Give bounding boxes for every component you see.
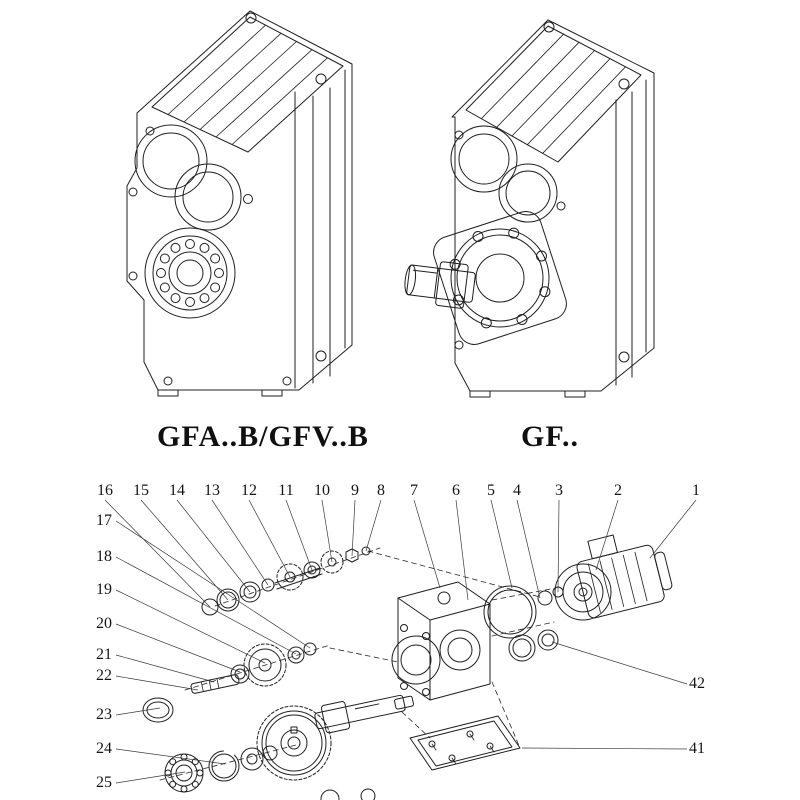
gearbox-right-art: [404, 19, 655, 398]
model-label-right: GF..: [521, 420, 579, 453]
model-label-left: GFA..B/GFV..B: [157, 420, 369, 453]
callout-number: 8: [377, 482, 385, 499]
callout-number: 12: [241, 482, 257, 499]
callout-number: 16: [97, 482, 113, 499]
callout-number: 14: [169, 482, 185, 499]
oring-art: [483, 585, 537, 639]
callout-number: 25: [96, 774, 112, 791]
callout-number: 9: [351, 482, 359, 499]
output-gear-art: [256, 705, 332, 781]
exploded-view-art: [142, 534, 673, 800]
callout-number: 42: [689, 675, 705, 692]
callout-number: 4: [513, 482, 521, 499]
callout-number: 1: [692, 482, 700, 499]
assembly-guide-lines: [159, 547, 557, 781]
callout-number: 10: [314, 482, 330, 499]
lower-bearing-parts: [164, 745, 278, 793]
stepped-shaft-art: [314, 694, 414, 734]
callout-number: 21: [96, 646, 112, 663]
callout-number: 17: [96, 512, 112, 529]
callout-number: 13: [204, 482, 220, 499]
callout-number: 2: [614, 482, 622, 499]
callout-number: 7: [410, 482, 418, 499]
motor-art: [554, 534, 673, 621]
callout-number: 3: [555, 482, 563, 499]
callout-number: 15: [133, 482, 149, 499]
callout-number: 20: [96, 615, 112, 632]
second-stage-parts: [190, 642, 317, 694]
filler-plug: [543, 21, 555, 33]
input-shaft-parts: [201, 546, 371, 616]
callout-number: 6: [452, 482, 460, 499]
cover-plate-art: [409, 715, 521, 771]
callout-number: 11: [278, 482, 294, 499]
filler-plug: [245, 12, 257, 24]
callout-number: 19: [96, 581, 112, 598]
callout-number: 24: [96, 740, 112, 757]
callout-number: 41: [689, 740, 705, 757]
callout-number: 18: [96, 548, 112, 565]
leader-lines: [104, 499, 697, 784]
output-shaft: [404, 261, 476, 309]
callout-number: 23: [96, 706, 112, 723]
bearing-bore: [144, 227, 236, 319]
output-flange: [433, 211, 567, 345]
gearbox-left-art: [126, 10, 353, 397]
callout-number: 5: [487, 482, 495, 499]
motor-side-rings: [508, 586, 564, 662]
callout-number: 22: [96, 667, 112, 684]
housing-art: [391, 581, 491, 701]
